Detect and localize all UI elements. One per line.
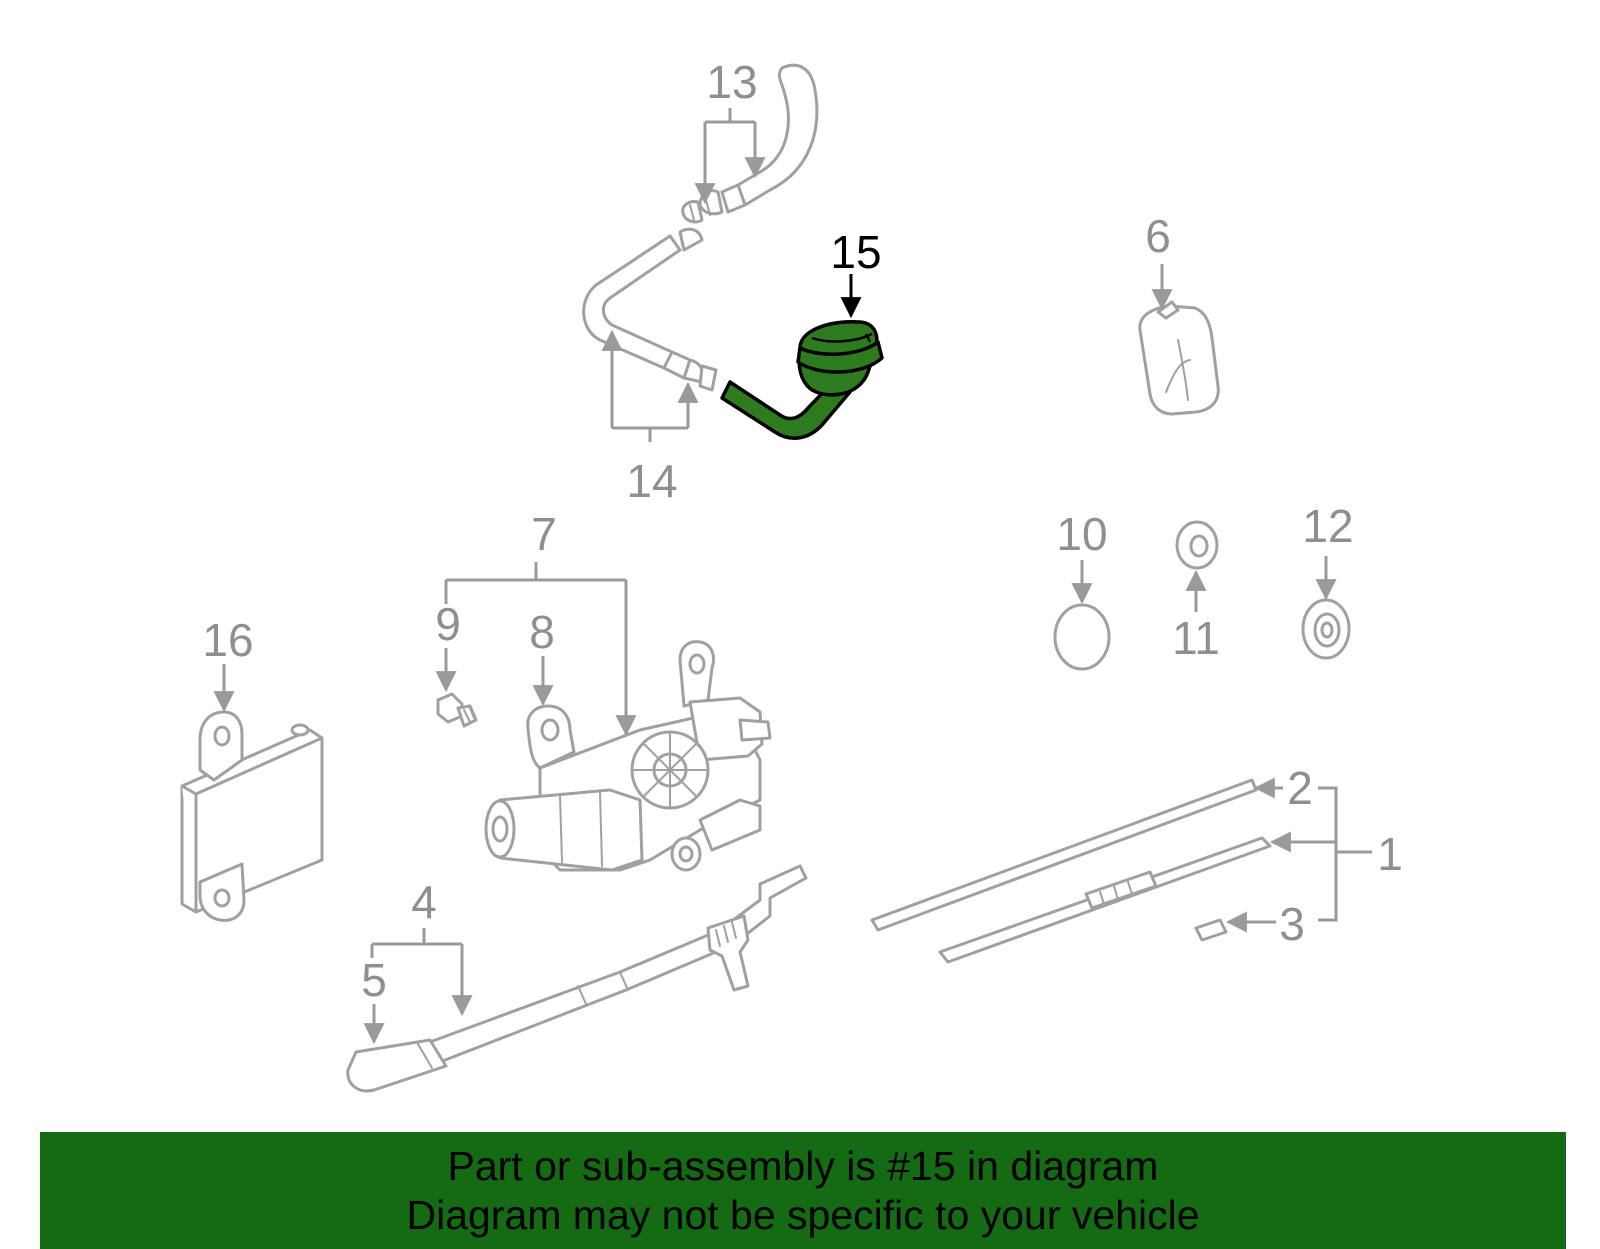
- part-11-washer: [1175, 520, 1219, 570]
- callout-15: 15: [830, 226, 881, 278]
- banner-line-disclaimer: Diagram may not be specific to your vehi…: [406, 1192, 1200, 1238]
- part-12-grommet: [1301, 598, 1351, 660]
- callout-3: 3: [1279, 898, 1305, 950]
- part-4-wiper-arm: [428, 864, 808, 1064]
- info-banner: Part or sub-assembly is #15 in diagram D…: [40, 1132, 1566, 1249]
- callout-5: 5: [361, 954, 387, 1006]
- leader-lines: [213, 108, 1372, 1045]
- callout-16: 16: [202, 614, 253, 666]
- callout-10: 10: [1056, 508, 1107, 560]
- banner-line-part: Part or sub-assembly is #15 in diagram: [447, 1143, 1159, 1189]
- part-3-clip: [1194, 918, 1228, 942]
- callout-1: 1: [1377, 828, 1403, 880]
- part-1-wiper-blade: [938, 836, 1272, 964]
- part-7-wiper-motor: [484, 640, 772, 872]
- part-6-cap: [1138, 300, 1220, 416]
- part-8-bracket: [526, 704, 576, 770]
- callout-4: 4: [411, 876, 437, 928]
- part-14-hose: [582, 227, 718, 392]
- part-5-arm-cap: [346, 1038, 448, 1093]
- part-15-washer-nozzle: [720, 320, 884, 440]
- callout-9: 9: [435, 598, 461, 650]
- callout-8: 8: [529, 606, 555, 658]
- callout-13: 13: [706, 56, 757, 108]
- part-10-ring: [1053, 603, 1111, 671]
- callout-2: 2: [1287, 762, 1313, 814]
- part-16-module: [180, 710, 324, 922]
- callout-11: 11: [1172, 612, 1220, 664]
- part-9-bolt: [436, 692, 478, 728]
- callout-6: 6: [1145, 210, 1171, 262]
- callout-7: 7: [531, 508, 557, 560]
- callout-12: 12: [1302, 500, 1353, 552]
- callout-14: 14: [626, 455, 677, 507]
